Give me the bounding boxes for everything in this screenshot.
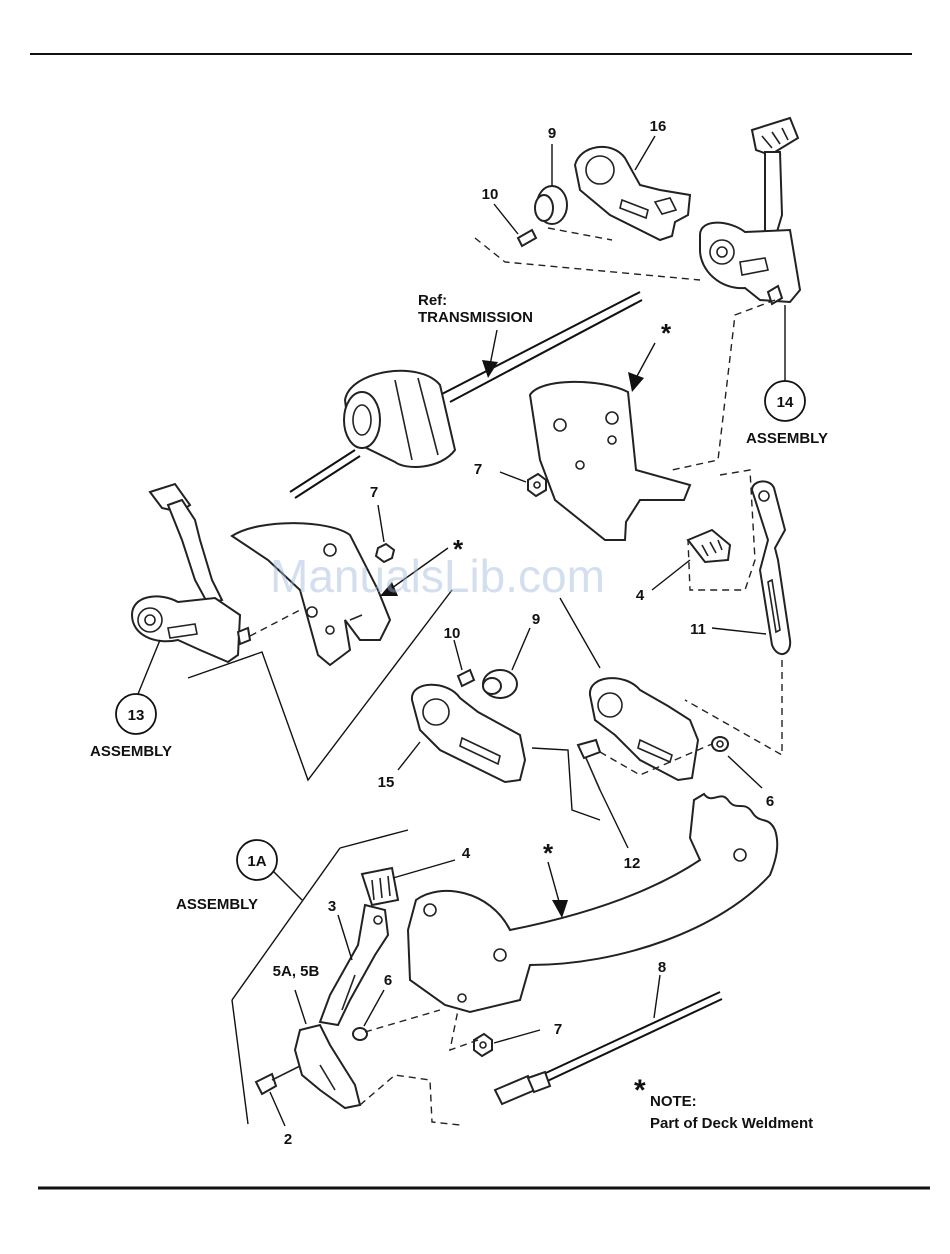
deck-plate-right-drawing: [530, 382, 690, 540]
leader-asterisk-bottom: [548, 862, 560, 905]
watermark: ManualsLib.com: [270, 550, 605, 602]
part-number-9-top: 9: [548, 125, 556, 142]
assembly-13-id: 13: [128, 707, 145, 724]
bolt-12-drawing: [578, 740, 600, 790]
note-title: NOTE:: [650, 1093, 697, 1110]
arrow-asterisk-right: [628, 372, 644, 392]
part-number-15: 15: [378, 774, 395, 791]
asterisk-right: *: [661, 318, 672, 348]
arrow-transmission: [482, 360, 498, 378]
bolt-10-mid-drawing: [458, 670, 474, 686]
arrow-asterisk-bottom: [552, 900, 568, 918]
part-number-4-right: 4: [636, 587, 645, 604]
part-number-5a-5b: 5A, 5B: [273, 963, 320, 980]
washer-6-left-drawing: [353, 1028, 367, 1040]
spacer-9-mid-drawing: [483, 670, 517, 698]
note-text: Part of Deck Weldment: [650, 1115, 813, 1132]
part-number-7-left: 7: [370, 484, 378, 501]
bracket-right-mid-drawing: [590, 678, 698, 780]
assembly-14-caption: ASSEMBLY: [746, 430, 828, 447]
assembly-13-drawing: [132, 484, 250, 662]
bolt-2-drawing: [256, 1066, 300, 1094]
leader-transmission: [490, 330, 497, 365]
deck-weldment-drawing: [408, 794, 777, 1012]
note-asterisk: *: [634, 1074, 646, 1107]
bracket-11-drawing: [752, 481, 790, 654]
part-number-11: 11: [690, 621, 706, 638]
nut-7-mid-drawing: [528, 474, 546, 496]
part-number-10-top: 10: [482, 186, 499, 203]
part-number-3: 3: [328, 898, 336, 915]
asterisk-bottom: *: [543, 838, 554, 868]
part-number-8: 8: [658, 959, 666, 976]
assembly-1a-drawing: [295, 868, 398, 1108]
assembly-14-id: 14: [777, 394, 794, 411]
ref-label: Ref:: [418, 292, 447, 309]
part-number-7-mid: 7: [474, 461, 482, 478]
assembly-1a-id: 1A: [247, 853, 266, 870]
part-number-10-mid: 10: [444, 625, 461, 642]
assembly-14-drawing: [700, 118, 800, 304]
part-number-2: 2: [284, 1131, 292, 1148]
grip-4-right-drawing: [688, 530, 730, 562]
rod-8-drawing: [495, 992, 722, 1104]
bracket-16-drawing: [575, 147, 690, 240]
part-number-4-bottom: 4: [462, 845, 471, 862]
bolt-10-top-drawing: [518, 230, 536, 246]
assembly-13-caption: ASSEMBLY: [90, 743, 172, 760]
part-number-6-left: 6: [384, 972, 392, 989]
part-number-12: 12: [624, 855, 641, 872]
part-number-9-mid: 9: [532, 611, 540, 628]
leader-asterisk-right: [636, 343, 655, 378]
washer-6-right-drawing: [712, 737, 728, 751]
bracket-15-drawing: [412, 685, 525, 782]
part-number-16: 16: [650, 118, 667, 135]
ref-transmission: TRANSMISSION: [418, 309, 533, 326]
nut-7-bottom-drawing: [474, 1034, 492, 1056]
assembly-1a-caption: ASSEMBLY: [176, 896, 258, 913]
part-number-6-right: 6: [766, 793, 774, 810]
part-number-7-bottom: 7: [554, 1021, 562, 1038]
leader-13: [138, 640, 160, 694]
spacer-9-top-drawing: [535, 186, 567, 224]
